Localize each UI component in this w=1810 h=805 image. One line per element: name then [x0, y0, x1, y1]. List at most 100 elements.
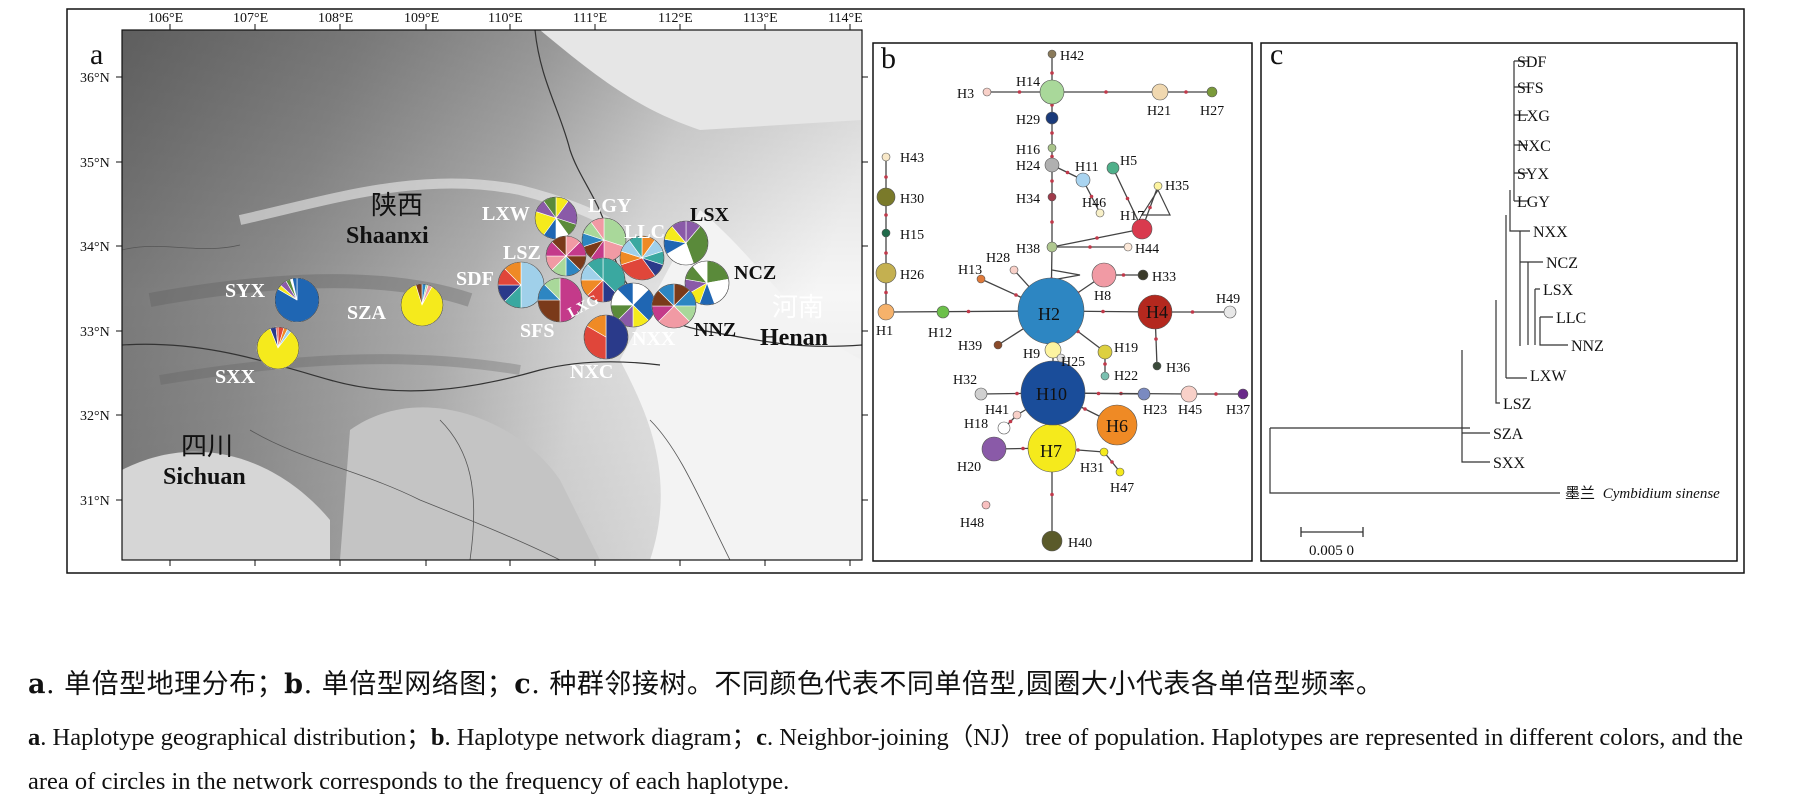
- mutation-step: [1125, 196, 1130, 201]
- haplotype-node: [1237, 388, 1249, 400]
- caption-chinese: a. 单倍型地理分布；b. 单倍型网络图；c. 种群邻接树。不同颜色代表不同单倍…: [28, 662, 1788, 701]
- tree-tip-label: LXG: [1517, 108, 1550, 125]
- haplotype-node: [876, 187, 896, 207]
- population-pie: [545, 235, 587, 277]
- caption-zh-c-text: . 种群邻接树。不同颜色代表不同单倍型,圆圈大小代表各单倍型频率。: [531, 669, 1384, 700]
- pop-label-lxw: LXW: [482, 203, 530, 225]
- haplotype-node: [1106, 161, 1120, 175]
- mutation-step: [1050, 154, 1054, 159]
- lon-tick-label: 112°E: [658, 11, 693, 26]
- mutation-step: [1083, 407, 1087, 411]
- mutation-step: [1050, 131, 1054, 135]
- network-nodes: [875, 49, 1249, 552]
- haplotype-label: H11: [1075, 160, 1099, 175]
- caption-en-c: c: [756, 724, 767, 751]
- caption-en-c-text: . Neighbor-joining（NJ）tree of population…: [28, 724, 1743, 795]
- haplotype-label: H41: [985, 403, 1009, 418]
- mutation-step: [1050, 71, 1054, 75]
- haplotype-node: [981, 500, 991, 510]
- haplotype-label: H26: [900, 268, 924, 283]
- mutation-step: [1095, 236, 1099, 240]
- haplotype-node: [981, 436, 1007, 462]
- haplotype-label: H16: [1016, 143, 1040, 158]
- haplotype-label: H12: [928, 326, 952, 341]
- lon-tick-label: 109°E: [404, 11, 439, 26]
- tree-tip-label: NCZ: [1546, 255, 1578, 272]
- haplotype-node: [1223, 305, 1237, 319]
- haplotype-label: H25: [1061, 355, 1085, 370]
- panel-b-network: b H1H2H3H4H5H6H7H8H9H10H11H12H13H14H15H1…: [872, 42, 1253, 562]
- province-en-sichuan: Sichuan: [163, 464, 246, 490]
- haplotype-node: [1012, 410, 1022, 420]
- haplotype-node: [1091, 262, 1117, 288]
- lon-tick-label: 113°E: [743, 11, 778, 26]
- caption-en-a: a: [28, 724, 41, 751]
- haplotype-label: H31: [1080, 461, 1104, 476]
- mutation-step: [1050, 492, 1054, 497]
- map-frame: [121, 29, 863, 561]
- haplotype-node: [976, 274, 986, 284]
- haplotype-label: H18: [964, 417, 988, 432]
- haplotype-node: [881, 152, 891, 162]
- haplotype-label: H23: [1143, 403, 1167, 418]
- mutation-step: [1008, 419, 1013, 424]
- caption-zh-a: a: [28, 669, 46, 700]
- province-en-shaanxi: Shaanxi: [346, 223, 429, 249]
- mutation-step: [1104, 90, 1108, 94]
- mutation-step: [884, 175, 888, 179]
- haplotype-label: H49: [1216, 292, 1240, 307]
- haplotype-node: [1075, 172, 1091, 188]
- haplotype-label: H8: [1094, 289, 1111, 304]
- tree-tip-label: SXX: [1493, 455, 1525, 472]
- province-boundary: [122, 343, 661, 392]
- province-zh-shaanxi: 陕西: [371, 191, 423, 220]
- haplotype-node: [1096, 404, 1138, 446]
- outgroup-label: 墨兰 Cymbidium sinense: [1565, 484, 1720, 502]
- haplotype-label: H35: [1165, 179, 1189, 194]
- mutation-step: [884, 251, 888, 255]
- haplotype-node: [877, 303, 895, 321]
- haplotype-node: [875, 262, 897, 284]
- haplotype-label: H42: [1060, 49, 1084, 64]
- tree-tip-labels: SDFSFSLXGNXCSYXLGYNXXNCZLSXLLCNNZLXWLSZS…: [1493, 54, 1604, 472]
- haplotype-node: [1153, 181, 1163, 191]
- panel-c-frame: [1260, 42, 1738, 562]
- haplotype-node: [1020, 360, 1086, 426]
- mutation-step: [1050, 220, 1054, 224]
- haplotype-node: [1151, 83, 1169, 101]
- latitude-ticks: 36°N35°N34°N33°N32°N31°N: [80, 71, 868, 509]
- haplotype-label: H28: [986, 251, 1010, 266]
- haplotype-label: H20: [957, 460, 981, 475]
- haplotype-node: [1045, 111, 1059, 125]
- scale-bar: [1300, 527, 1364, 537]
- haplotype-label: H47: [1110, 481, 1134, 496]
- caption-en-b-text: . Haplotype network diagram；: [444, 724, 757, 751]
- tree-tip-label: NNZ: [1571, 338, 1604, 355]
- lat-tick-label: 31°N: [80, 494, 110, 509]
- mutation-step: [1089, 194, 1094, 199]
- pop-label-sza: SZA: [347, 302, 386, 324]
- lat-tick-label: 33°N: [80, 325, 110, 340]
- haplotype-node: [1152, 361, 1162, 371]
- haplotype-label: H45: [1178, 403, 1202, 418]
- caption-zh-b: b: [284, 669, 304, 700]
- mutation-step: [1214, 392, 1218, 396]
- outgroup-zh: 墨兰: [1565, 484, 1595, 502]
- population-pie: [537, 277, 583, 323]
- mutation-step: [966, 309, 971, 314]
- mutation-step: [1101, 309, 1105, 314]
- haplotype-label: H40: [1068, 536, 1092, 551]
- population-pies: [256, 196, 730, 370]
- panel-a-letter: a: [90, 38, 103, 71]
- pop-label-sxx: SXX: [215, 366, 256, 388]
- mutation-step: [1050, 179, 1054, 183]
- lon-tick-label: 107°E: [233, 11, 268, 26]
- haplotype-label: H15: [900, 228, 924, 243]
- haplotype-node: [1123, 242, 1133, 252]
- haplotype-node: [974, 387, 988, 401]
- population-pie: [663, 220, 709, 266]
- pop-label-sfs: SFS: [520, 320, 554, 342]
- pop-label-nxx: NXX: [632, 328, 676, 350]
- haplotype-label: H14: [1016, 75, 1040, 90]
